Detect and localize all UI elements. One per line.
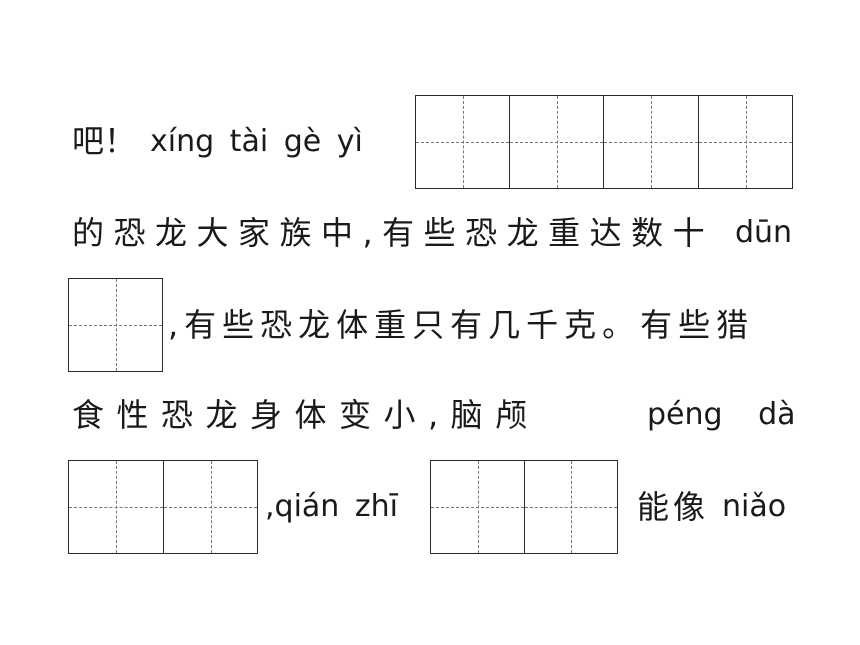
writing-box — [430, 460, 525, 554]
row4-pinyin: péng dà — [647, 397, 796, 432]
writing-box — [163, 460, 258, 554]
row5-pinyin-a: ,qián zhī — [265, 489, 398, 524]
row4-text: 食性恐龙身体变小,脑颅 — [72, 396, 540, 434]
writing-box — [68, 278, 163, 372]
writing-box — [698, 95, 793, 189]
writing-box — [603, 95, 699, 189]
writing-box — [68, 460, 164, 554]
row2-pinyin: dūn — [735, 215, 793, 250]
row5-text: 能像 — [637, 488, 710, 526]
writing-box — [524, 460, 618, 554]
row5-pinyin-b: niǎo — [722, 489, 787, 524]
writing-box — [415, 95, 510, 189]
row1-pinyin: xíng tài gè yì — [150, 124, 363, 159]
writing-box — [509, 95, 604, 189]
row3-text: ,有些恐龙体重只有几千克。有些猎 — [168, 306, 755, 344]
row1-lead-text: 吧！ — [72, 122, 137, 160]
row2-text: 的恐龙大家族中,有些恐龙重达数十 — [72, 214, 715, 252]
